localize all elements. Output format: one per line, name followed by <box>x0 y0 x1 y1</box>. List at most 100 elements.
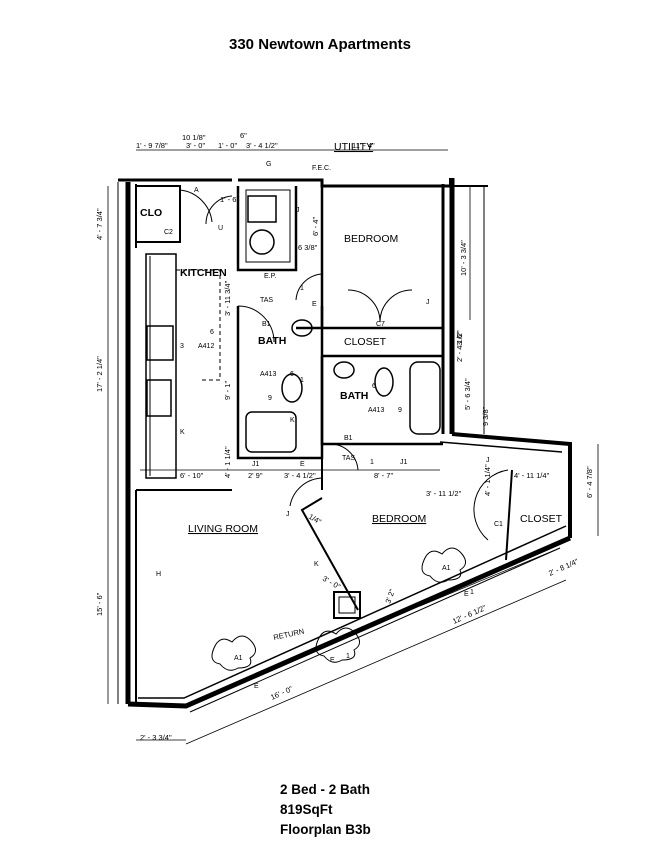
sink-right <box>333 361 355 379</box>
door-arc-utility <box>205 195 233 225</box>
dimension-text: 4' - 11 1/4" <box>514 471 550 480</box>
fixture-tag: C7 <box>376 321 385 328</box>
lower-bedroom-partition <box>300 458 359 611</box>
fixture-tag: K <box>290 417 295 424</box>
fixture-tag: E <box>312 301 317 308</box>
fixture-tag: 6 <box>290 371 294 378</box>
lower-closet-wall <box>505 469 513 561</box>
toilet-right <box>374 367 394 397</box>
dimension-text: 6' - 4" <box>311 217 320 236</box>
dimension-text: 3' 6" <box>455 331 464 346</box>
bathtub-left <box>245 411 297 453</box>
dimension-text: 5' - 6 3/4" <box>463 378 472 410</box>
fixture-tag: U <box>218 225 223 232</box>
dimension-text: 3' - 0" <box>186 141 205 150</box>
fixture-tag: J <box>486 457 490 464</box>
room-label-bath-right: BATH <box>340 390 368 402</box>
dimension-text: 3' - 11 3/4" <box>223 280 232 316</box>
shrubs <box>211 547 466 671</box>
dimension-text: 1' - 6" <box>220 195 239 204</box>
fixture-tag: 1 <box>370 459 374 466</box>
utility-walls <box>236 186 298 272</box>
dimension-text: 9 3/8" <box>481 406 490 426</box>
room-label-living-room: LIVING ROOM <box>188 523 258 535</box>
door-arc-living <box>289 477 323 507</box>
unit-area: 819SqFt <box>280 802 333 817</box>
window-line <box>189 547 561 713</box>
door-arc-closet-upper-b <box>379 289 413 323</box>
fixture-tag: 1 <box>470 589 474 596</box>
dimension-text: 12' - 6 1/2" <box>451 603 488 626</box>
fixture-tag: 9 <box>398 407 402 414</box>
dimension-text: 6' - 4 7/8" <box>585 466 594 498</box>
room-label-return: RETURN <box>273 627 305 642</box>
room-label-bedroom-lower: BEDROOM <box>372 513 426 525</box>
range-cooktop <box>146 325 174 361</box>
fixture-tag: A413 <box>260 371 276 378</box>
fixture-tag: J1 <box>252 461 260 468</box>
dimension-text: 8' - 7" <box>374 471 393 480</box>
fixture-tag: E <box>254 683 259 690</box>
fixture-tag: 1 <box>300 377 304 384</box>
fixture-tag: TAS <box>260 297 273 304</box>
fixture-tag: A <box>194 187 199 194</box>
room-label-kitchen: KITCHEN <box>180 267 227 279</box>
door-arc-closet-upper-a <box>347 289 381 323</box>
door-arc-clo <box>179 189 213 223</box>
dimension-text: 9' - 1" <box>223 381 232 400</box>
dimension-text: 3' - 11 1/2" <box>426 489 462 498</box>
kitchen-counter <box>145 253 177 479</box>
dimension-lines <box>107 149 599 745</box>
outer-wall-top <box>118 178 450 188</box>
unit-beds-baths: 2 Bed - 2 Bath <box>280 782 371 797</box>
dimension-text: 2' - 4 1/2" <box>455 330 464 362</box>
dimension-text: 1' - 0" <box>218 141 237 150</box>
sink-left <box>291 319 313 337</box>
door-arc-bath-left <box>237 305 275 343</box>
page-title: 330 Newtown Apartments <box>229 36 411 53</box>
fixture-tag: G <box>266 161 271 168</box>
room-label-bedroom-upper: BEDROOM <box>344 233 398 245</box>
fixture-tag: J <box>426 299 430 306</box>
fixture-tag: B1 <box>344 435 353 442</box>
fixture-tag: J <box>286 511 290 518</box>
fixture-tag: H <box>156 571 161 578</box>
room-label-closet-upper: CLOSET <box>344 336 387 348</box>
dimension-text: 3' - 4 1/2" <box>246 141 278 150</box>
outer-wall-step-inner <box>439 441 563 453</box>
fixture-tag: A412 <box>198 343 214 350</box>
fixture-tag: B1 <box>262 321 271 328</box>
dimension-text: 3' - 4 1/2" <box>284 471 316 480</box>
dimension-text: 1' - 9 7/8" <box>136 141 168 150</box>
return-vent <box>333 591 361 619</box>
fixture-tag: TAS <box>342 455 355 462</box>
bathtub-right <box>409 361 441 435</box>
dimension-text: 2' - 8 1/4" <box>547 557 580 578</box>
dimension-text: 11' - 4" <box>352 141 375 150</box>
door-arc-bedroom <box>295 273 323 301</box>
fixture-tag: K <box>180 429 185 436</box>
dimension-text: 3' 2" <box>383 588 397 605</box>
dimension-text: 6' - 10" <box>180 471 204 480</box>
dimension-text: 4' - 1 1/4" <box>223 446 232 478</box>
dimension-text: 2' - 3 3/4" <box>140 733 172 742</box>
dimension-text: 6" <box>240 131 247 140</box>
fixture-tag: 1 <box>300 285 304 292</box>
walls <box>117 178 572 713</box>
fixture-tag: A1 <box>234 655 243 662</box>
outer-wall-top-right <box>449 178 488 187</box>
dimension-text: 10' - 3 3/4" <box>459 240 468 276</box>
fixture-tag: 6 <box>210 329 214 336</box>
toilet-left <box>281 373 303 403</box>
dimension-text: 10 1/8" <box>182 133 206 142</box>
return-vent-inner <box>338 596 356 614</box>
kitchen-upper-cabinet <box>176 269 221 381</box>
kitchen-sink <box>146 379 172 417</box>
dimension-text: 17' - 2 1/4" <box>95 356 104 392</box>
fixture-tag: J1 <box>400 459 408 466</box>
fixture-tag: A413 <box>368 407 384 414</box>
door-arc-lower-closet <box>473 469 509 541</box>
fixture-tag: 1 <box>346 653 350 660</box>
dimension-text: 4' - 1 1/4" <box>483 464 492 496</box>
washer <box>247 195 277 223</box>
